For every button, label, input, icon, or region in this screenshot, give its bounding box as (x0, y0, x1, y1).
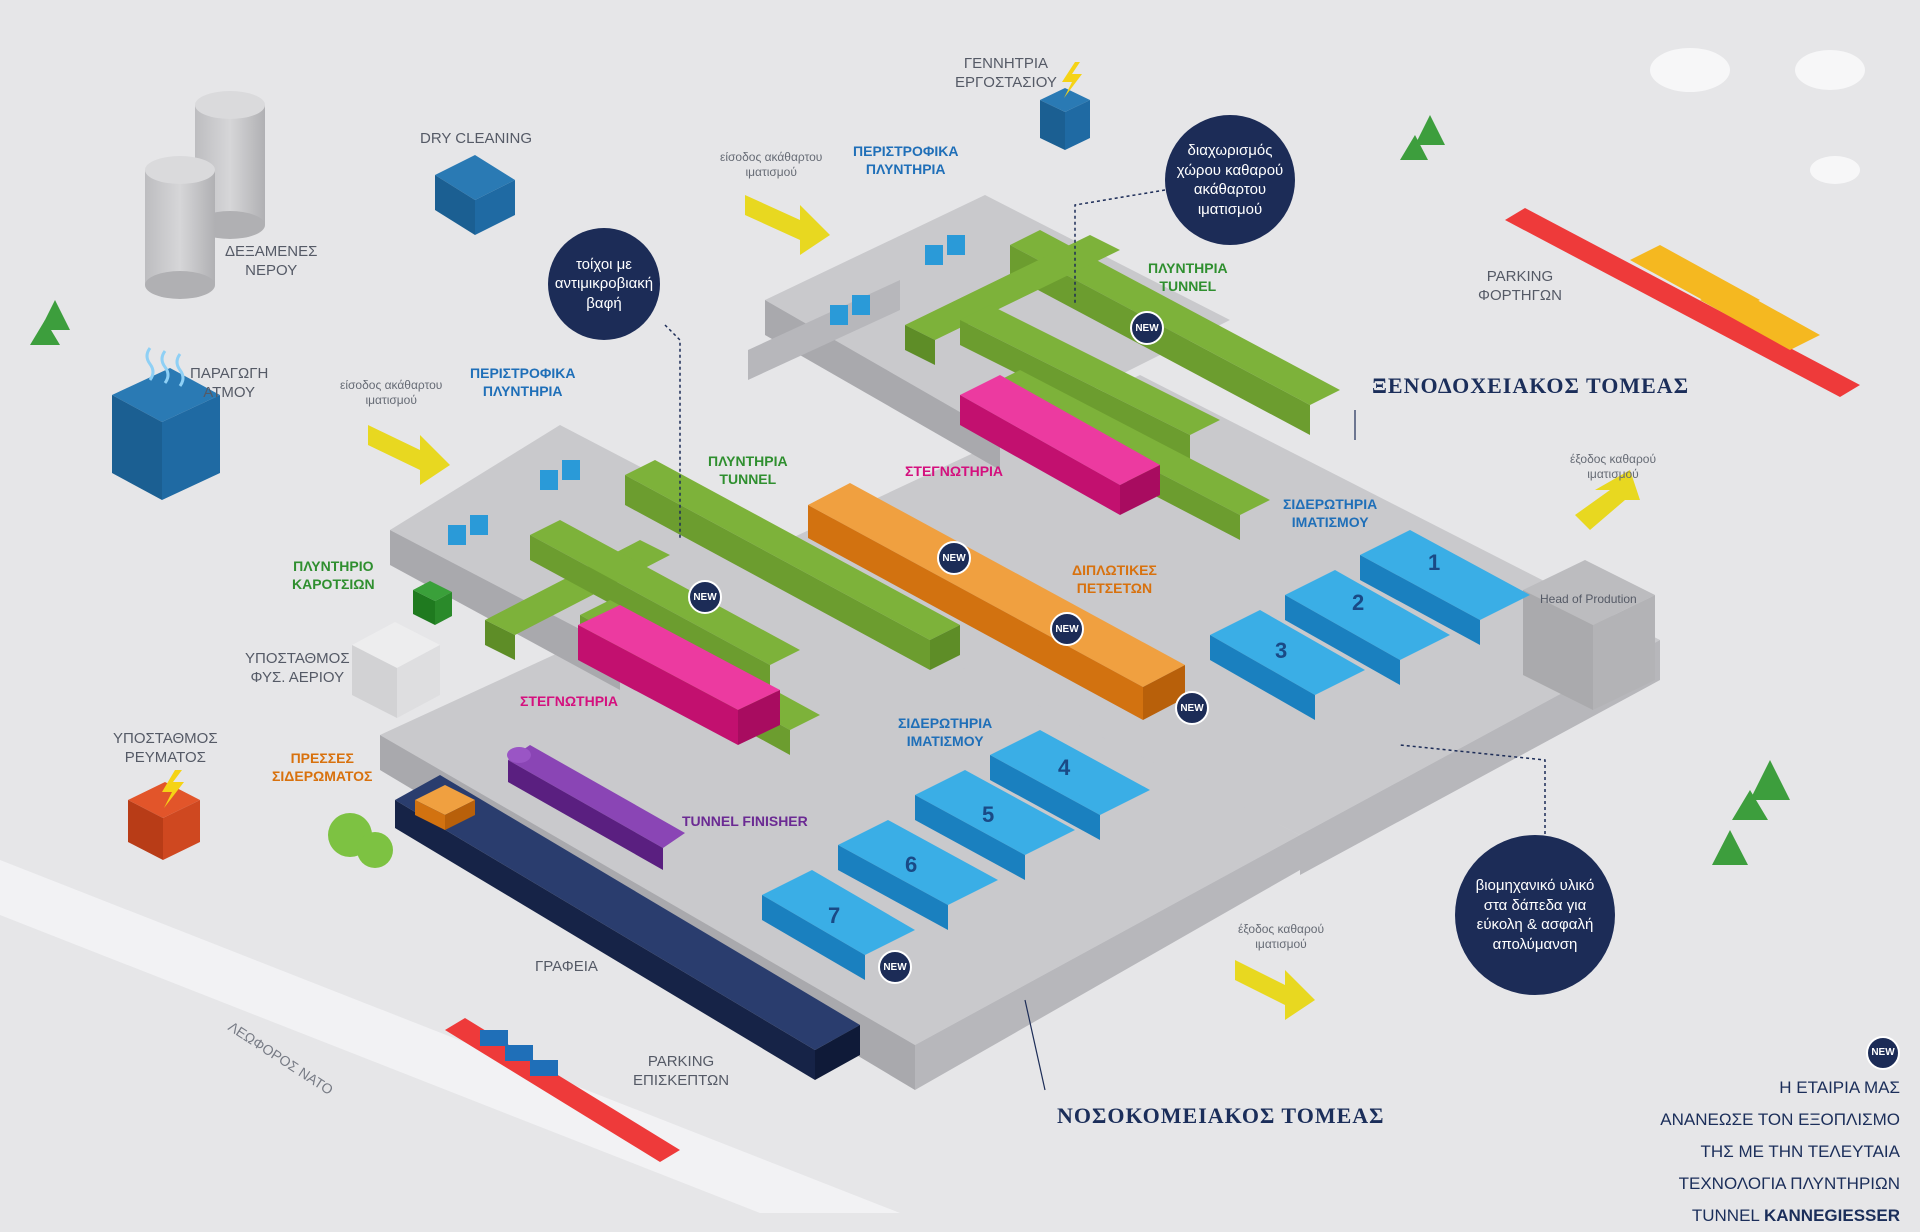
dirty-entry-label: είσοδος ακάθαρτου ιματισμού (340, 378, 443, 407)
new-badge: NEW (1130, 311, 1164, 345)
offices-label: ΓΡΑΦΕΙΑ (535, 958, 598, 975)
bolt-icon (162, 770, 184, 808)
machine-number: 2 (1352, 590, 1365, 615)
machine-number: 1 (1428, 550, 1441, 575)
machine-number: 5 (982, 802, 995, 827)
tunnel-finisher (507, 745, 685, 870)
machine-number: 4 (1058, 755, 1071, 780)
new-badge: NEW (937, 541, 971, 575)
legend-line: Η ΕΤΑΙΡΙΑ ΜΑΣ (1779, 1078, 1900, 1097)
head-production-block (1523, 560, 1655, 710)
machine-number: 7 (828, 903, 841, 928)
bolt-icon (1062, 62, 1082, 98)
hospital-zone-title: ΝΟΣΟΚΟΜΕΙΑΚΟΣ ΤΟΜΕΑΣ (1057, 1103, 1385, 1128)
cart-washer-label: ΠΛΥΝΤΗΡΙΟ ΚΑΡΟΤΣΙΩΝ (292, 558, 375, 592)
clean-exit-label: έξοδος καθαρού ιματισμού (1570, 452, 1657, 481)
tunnel-washers-label: ΠΛΥΝΤΗΡΙΑ TUNNEL (708, 453, 788, 487)
parking-visitors (445, 1018, 680, 1162)
steam-icon (145, 347, 185, 387)
legend-brand: KANNEGIESSER (1763, 1206, 1900, 1225)
tunnel-finisher-label: TUNNEL FINISHER (682, 813, 808, 829)
tunnel-washers-label: ΠΛΥΝΤΗΡΙΑ TUNNEL (1148, 260, 1228, 294)
water-tanks-label: ΔΕΞΑΜΕΝΕΣ ΝΕΡΟΥ (225, 243, 318, 279)
new-badge: NEW (878, 950, 912, 984)
ironers-label: ΣΙΔΕΡΩΤΗΡΙΑ ΙΜΑΤΙΣΜΟΥ (898, 715, 993, 749)
legend-new-badge: NEW (1866, 1036, 1900, 1070)
clouds (1650, 48, 1865, 184)
rotary-washers (448, 235, 965, 545)
offices-block (395, 775, 860, 1080)
legend-line: ΤΗΣ ΜΕ ΤΗΝ ΤΕΛΕΥΤΑΙΑ (1700, 1142, 1900, 1161)
machine-number: 3 (1275, 638, 1288, 663)
separation-bubble: διαχωρισμός χώρου καθαρού ακάθαρτου ιματ… (1165, 115, 1295, 245)
cart-washer-box (413, 581, 452, 625)
legend-line: ΤΕΧΝΟΛΟΓΙΑ ΠΛΥΝΤΗΡΙΩΝ (1678, 1174, 1900, 1193)
new-badge: NEW (1050, 612, 1084, 646)
legend-line-last: TUNNEL KANNEGIESSER (1660, 1200, 1900, 1232)
machine-number: 6 (905, 852, 918, 877)
hotel-floor (745, 375, 1660, 875)
dryers-label: ΣΤΕΓΝΩΤΗΡΙΑ (905, 463, 1004, 479)
ironers-label: ΣΙΔΕΡΩΤΗΡΙΑ ΙΜΑΤΙΣΜΟΥ (1283, 496, 1378, 530)
generator-box (1040, 62, 1090, 150)
new-badge: NEW (688, 580, 722, 614)
steam-box (112, 347, 220, 500)
ironers-hotel (1210, 530, 1530, 720)
gas-station-label: ΥΠΟΣΤΑΘΜΟΣ ΦΥΣ. ΑΕΡΙΟΥ (245, 650, 350, 686)
towel-folders (808, 483, 1185, 720)
parking-visitors-label: PARKING ΕΠΙΣΚΕΠΤΩΝ (633, 1053, 730, 1089)
water-tanks (145, 91, 265, 299)
dryers-left (578, 605, 780, 745)
power-station-box (128, 770, 200, 860)
rotary-washers-label: ΠΕΡΙΣΤΡΟΦΙΚΑ ΠΛΥΝΤΗΡΙΑ (853, 143, 959, 177)
parking-trucks-label: PARKING ΦΟΡΤΗΓΩΝ (1478, 268, 1562, 304)
rotary-washers-label: ΠΕΡΙΣΤΡΟΦΙΚΑ ΠΛΥΝΤΗΡΙΑ (470, 365, 576, 399)
antimicrobial-bubble: τοίχοι με αντιμικροβιακή βαφή (548, 228, 660, 340)
legend: NEW Η ΕΤΑΙΡΙΑ ΜΑΣ ΑΝΑΝΕΩΣΕ ΤΟΝ ΕΞΟΠΛΙΣΜΟ… (1660, 1036, 1900, 1232)
legend-prefix: TUNNEL (1691, 1206, 1764, 1225)
floor-bubble: βιομηχανικό υλικό στα δάπεδα για εύκολη … (1455, 835, 1615, 995)
dryers-label: ΣΤΕΓΝΩΤΗΡΙΑ (520, 693, 619, 709)
dry-cleaning-box (435, 155, 515, 235)
power-station-label: ΥΠΟΣΤΑΘΜΟΣ ΡΕΥΜΑΤΟΣ (113, 730, 218, 766)
trees (30, 115, 1790, 868)
arrow-icon (368, 425, 450, 485)
generator-label: ΓΕΝΝΗΤΡΙΑ ΕΡΓΟΣΤΑΣΙΟΥ (955, 55, 1057, 91)
steam-label: ΠΑΡΑΓΩΓΗ ΑΤΜΟΥ (190, 365, 269, 401)
dryers-right (960, 375, 1160, 515)
new-badge: NEW (1175, 691, 1209, 725)
arrow-icon (745, 195, 830, 255)
arrow-icon (1575, 470, 1640, 530)
dirty-entry-label: είσοδος ακάθαρτου ιματισμού (720, 150, 823, 179)
presses-box (415, 785, 475, 830)
arrows (368, 195, 1640, 1020)
legend-line: ΑΝΑΝΕΩΣΕ ΤΟΝ ΕΞΟΠΛΙΣΜΟ (1660, 1110, 1900, 1129)
clean-exit-label: έξοδος καθαρού ιματισμού (1238, 922, 1325, 951)
leader-lines (664, 189, 1546, 840)
presses-label: ΠΡΕΣΣΕΣ ΣΙΔΕΡΩΜΑΤΟΣ (272, 750, 373, 784)
gas-station-box (352, 622, 440, 718)
parking-trucks (1505, 208, 1860, 397)
dry-cleaning-label: DRY CLEANING (420, 130, 532, 147)
ironers-hospital (762, 730, 1150, 980)
label-lines (1024, 410, 1356, 1091)
road-strip (0, 860, 900, 1213)
hotel-zone-title: ΞΕΝΟΔΟΧΕΙΑΚΟΣ ΤΟΜΕΑΣ (1372, 373, 1690, 398)
arrow-icon (1235, 960, 1315, 1020)
towel-folders-label: ΔΙΠΛΩΤΙΚΕΣ ΠΕΤΣΕΤΩΝ (1072, 562, 1157, 596)
head-production-label: Head of Prodution (1540, 592, 1637, 606)
